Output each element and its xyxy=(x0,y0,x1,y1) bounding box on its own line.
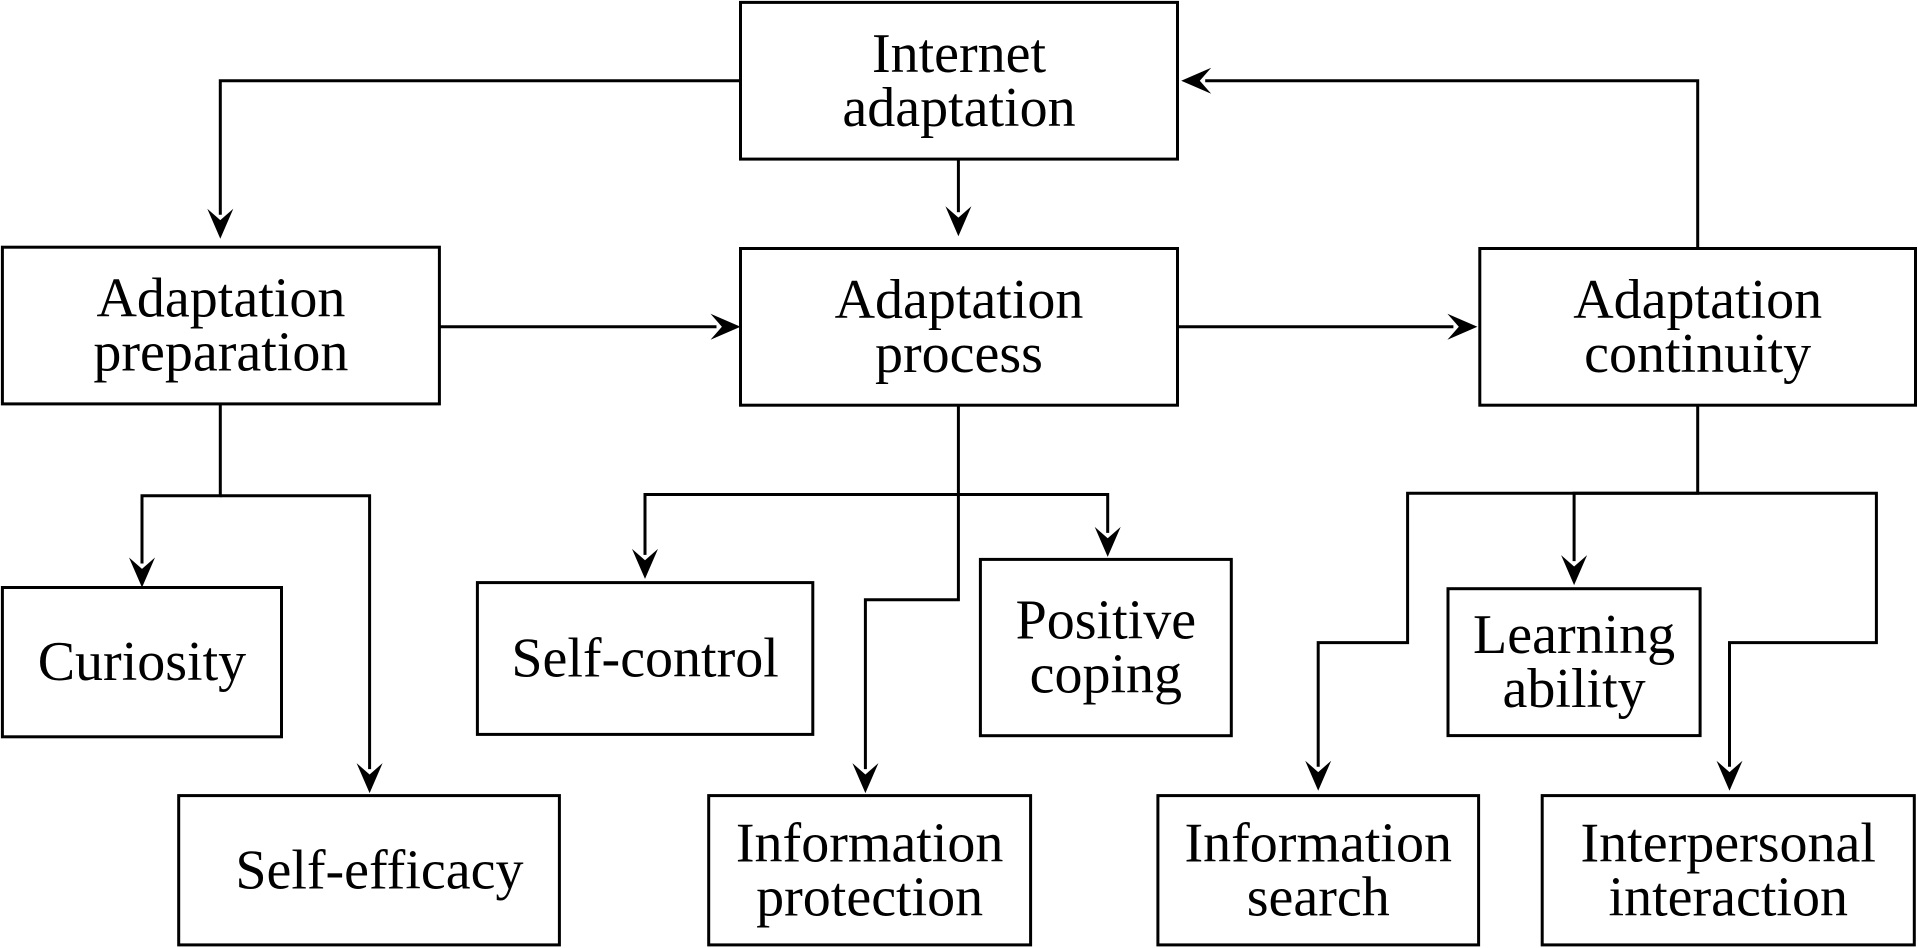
node-box xyxy=(1446,587,1702,738)
connector-line xyxy=(1205,79,1700,249)
edge-adaptation-continuity-to-internet-adaptation xyxy=(1181,67,1700,249)
arrowhead-icon xyxy=(1094,526,1121,557)
arrowhead-icon xyxy=(1561,555,1588,586)
arrowhead-icon xyxy=(1447,313,1478,340)
node-box xyxy=(1156,794,1481,947)
connector-line xyxy=(1574,491,1878,767)
node-label-line: protection xyxy=(756,866,983,928)
connector-layer xyxy=(129,67,1878,794)
node-label-line: Adaptation xyxy=(1573,269,1822,331)
connector-line xyxy=(643,405,960,555)
node-self-control: Self-control xyxy=(475,581,815,736)
arrowhead-icon xyxy=(1716,760,1743,791)
node-label-line: Adaptation xyxy=(835,269,1084,331)
arrowhead-icon xyxy=(356,763,383,794)
node-label-line: Internet xyxy=(872,23,1047,85)
node-self-efficacy: Self-efficacy xyxy=(177,794,561,947)
node-label-line: coping xyxy=(1030,644,1182,706)
node-label-line: search xyxy=(1247,866,1390,928)
arrowhead-icon xyxy=(129,557,155,588)
arrowhead-icon xyxy=(1181,67,1212,94)
node-label-line: Curiosity xyxy=(38,631,246,693)
edge-internet-adaptation-to-adaptation-process xyxy=(945,159,972,237)
node-box xyxy=(475,581,815,736)
arrowhead-icon xyxy=(1305,760,1332,791)
node-label-line: ability xyxy=(1503,658,1646,720)
edge-adaptation-preparation-to-curiosity xyxy=(129,403,222,588)
node-label-line: interaction xyxy=(1609,866,1848,928)
node-label-line: Self-control xyxy=(511,628,778,690)
edge-adaptation-continuity-to-learning-ability xyxy=(1561,405,1700,586)
node-label-line: Information xyxy=(736,812,1003,874)
connector-line xyxy=(220,494,372,770)
connector-line xyxy=(218,79,741,215)
node-label-line: Adaptation xyxy=(96,268,345,330)
connector-line xyxy=(863,494,960,770)
arrowhead-icon xyxy=(945,206,972,237)
arrowhead-icon xyxy=(632,548,658,579)
edge-adaptation-continuity-to-information-search xyxy=(1305,491,1575,791)
edge-adaptation-preparation-to-adaptation-process xyxy=(439,313,741,340)
edge-adaptation-continuity-to-interpersonal-interaction xyxy=(1574,491,1878,791)
node-label-line: adaptation xyxy=(842,77,1075,139)
node-box xyxy=(739,247,1179,407)
node-label-line: preparation xyxy=(93,322,348,384)
node-label-line: Self-efficacy xyxy=(235,839,523,901)
node-label-line: Positive xyxy=(1016,590,1196,652)
connector-line xyxy=(958,493,1110,533)
edge-adaptation-process-to-adaptation-continuity xyxy=(1177,313,1478,340)
node-label-line: process xyxy=(875,323,1043,385)
edge-adaptation-process-to-self-control xyxy=(632,405,960,579)
edge-adaptation-preparation-to-self-efficacy xyxy=(220,494,383,794)
arrowhead-icon xyxy=(852,763,879,794)
arrowhead-icon xyxy=(207,208,234,239)
node-label-line: Interpersonal xyxy=(1581,812,1876,874)
node-curiosity: Curiosity xyxy=(0,586,284,739)
connector-line xyxy=(1316,491,1575,767)
node-box xyxy=(0,245,441,406)
edge-internet-adaptation-to-adaptation-preparation xyxy=(207,79,741,239)
edge-adaptation-process-to-information-protection xyxy=(852,494,960,794)
connector-line xyxy=(140,403,222,564)
node-box xyxy=(1540,794,1916,947)
node-box xyxy=(978,557,1233,738)
node-box xyxy=(1478,247,1918,407)
node-label-line: Information xyxy=(1185,812,1452,874)
node-label-line: continuity xyxy=(1584,323,1811,385)
connector-line xyxy=(1572,405,1700,562)
node-box xyxy=(739,0,1179,161)
node-box xyxy=(707,794,1033,947)
arrowhead-icon xyxy=(710,313,741,340)
node-box xyxy=(0,586,284,739)
edge-adaptation-process-to-positive-coping xyxy=(958,493,1121,557)
node-label-line: Learning xyxy=(1473,604,1675,666)
node-box xyxy=(177,794,561,947)
